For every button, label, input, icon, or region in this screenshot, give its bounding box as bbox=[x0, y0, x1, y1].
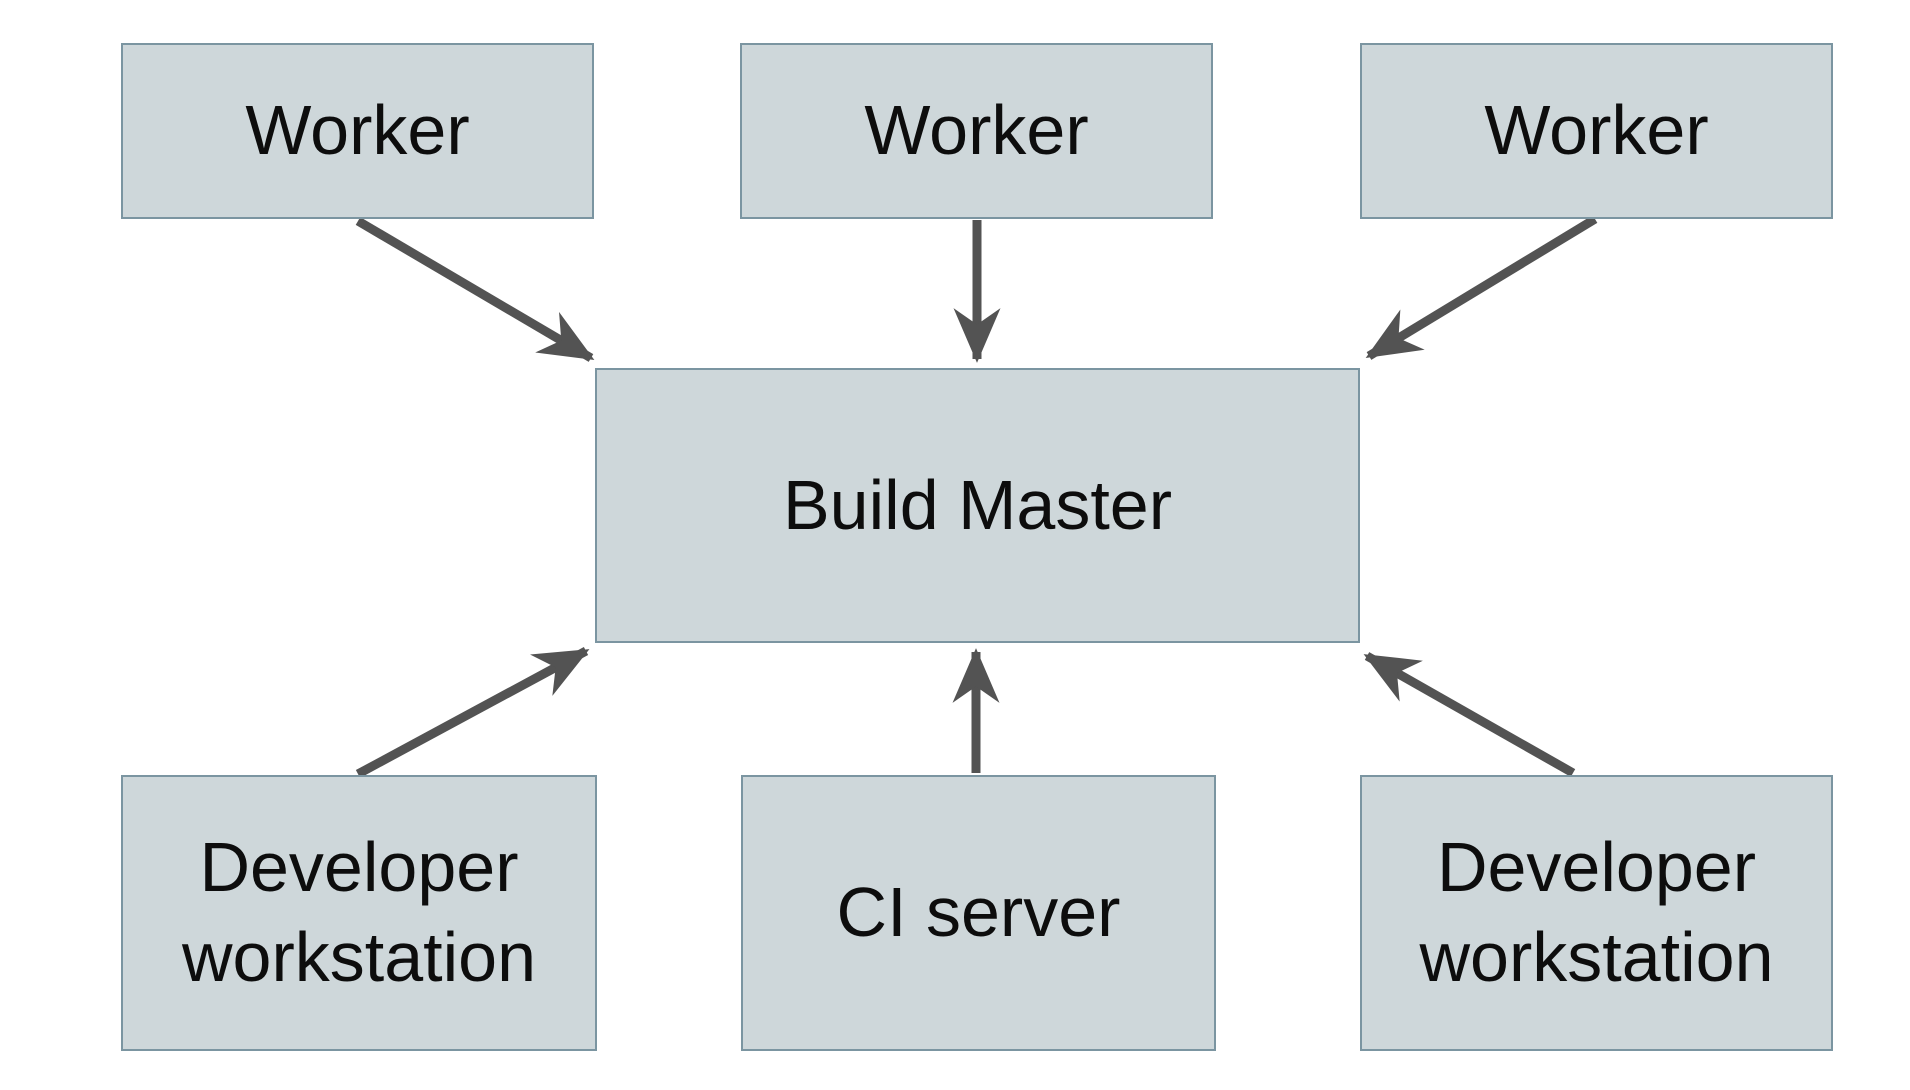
node-worker-2-label: Worker bbox=[864, 91, 1089, 170]
node-build-master: Build Master bbox=[595, 368, 1360, 643]
node-worker-3-label: Worker bbox=[1484, 91, 1709, 170]
node-developer-workstation-right-label: Developer workstation bbox=[1419, 828, 1774, 996]
node-developer-workstation-right: Developer workstation bbox=[1360, 775, 1833, 1051]
node-developer-workstation-left: Developer workstation bbox=[121, 775, 597, 1051]
node-developer-workstation-left-label: Developer workstation bbox=[181, 828, 537, 996]
node-worker-1-label: Worker bbox=[245, 91, 470, 170]
node-worker-1: Worker bbox=[121, 43, 594, 219]
arrow-worker-3-to-build-master bbox=[1365, 215, 1598, 360]
node-worker-3: Worker bbox=[1360, 43, 1833, 219]
node-ci-server-label: CI server bbox=[836, 873, 1121, 952]
node-worker-2: Worker bbox=[740, 43, 1213, 219]
arrow-developer-workstation-left-to-build-master bbox=[355, 647, 590, 778]
arrow-developer-workstation-right-to-build-master bbox=[1363, 652, 1576, 777]
node-build-master-label: Build Master bbox=[782, 465, 1173, 544]
arrow-worker-1-to-build-master bbox=[355, 217, 595, 362]
node-ci-server: CI server bbox=[741, 775, 1216, 1051]
